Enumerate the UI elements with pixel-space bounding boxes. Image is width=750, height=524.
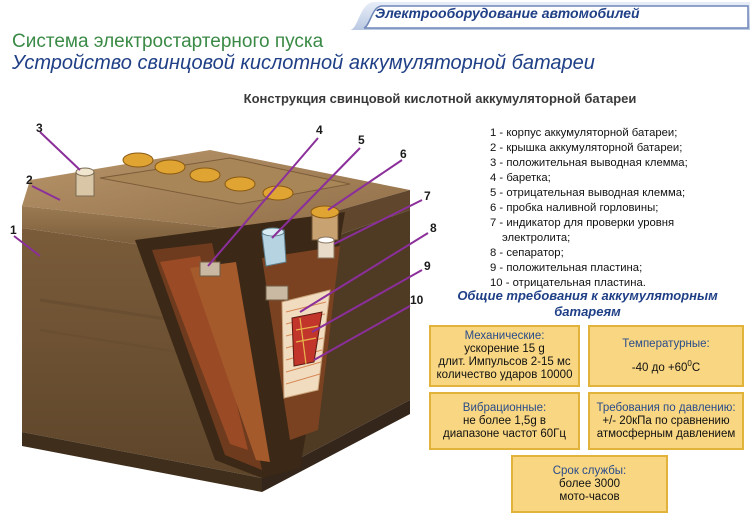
box-heading: Требования по давлению: [596,401,736,414]
callout-2: 2 [26,173,33,187]
box-line: диапазоне частот 60Гц [443,427,566,440]
temperature-requirements-box: Температурные: -40 до +600C [588,325,744,387]
callout-3: 3 [36,121,43,135]
temperature-unit: C [691,361,701,374]
box-line: не более 1,5g в [462,414,547,427]
callout-lines [13,131,429,361]
service-life-box: Срок службы: более 3000 мото-часов [511,455,668,513]
legend-item: 5 - отрицательная выводная клемма; [490,187,686,199]
legend-item: 7 - индикатор для проверки уровня [490,217,675,229]
box-line: +/- 20кПа по сравнению [602,414,730,427]
header-banner-text: Электрооборудование автомобилей [375,5,640,21]
legend-item: 1 - корпус аккумуляторной батареи; [490,127,678,139]
legend-item: электролита; [502,232,571,244]
legend-item: 3 - положительная выводная клемма; [490,157,688,169]
callout-7: 7 [424,189,431,203]
callout-6: 6 [400,147,407,161]
box-line: длит. Импульсов 2-15 мс [438,356,571,368]
legend-item: 10 - отрицательная пластина. [490,277,646,289]
legend-item: 6 - пробка наливной горловины; [490,202,659,214]
temperature-value: -40 до +60 [631,361,688,374]
box-line: количество ударов 10000 [436,369,573,381]
requirements-title-line: Общие требования к аккумуляторным [457,288,718,303]
legend-item: 9 - положительная пластина; [490,262,643,274]
box-heading: Срок службы: [552,464,627,477]
callout-4: 4 [316,123,323,137]
header-banner-shape [350,2,750,30]
header-banner [350,0,750,30]
legend: 1 - корпус аккумуляторной батареи; 2 - к… [490,126,745,291]
cutaway-interior [135,212,345,478]
requirements-title-line: батареям [554,304,621,319]
vibration-requirements-box: Вибрационные: не более 1,5g в диапазоне … [429,392,580,450]
page-title: Устройство свинцовой кислотной аккумулят… [12,52,595,74]
legend-item: 4 - баретка; [490,172,551,184]
requirements-title: Общие требования к аккумуляторным батаре… [430,288,745,320]
box-heading: Механические: [464,330,545,342]
subject-heading: Система электростартерного пуска [12,31,324,52]
callout-8: 8 [430,221,437,235]
filler-plug [310,205,340,241]
filler-caps [122,152,294,201]
diagram-title: Конструкция свинцовой кислотной аккумуля… [243,91,637,106]
callout-5: 5 [358,133,365,147]
temperature-range: -40 до +600C [590,357,742,375]
positive-terminal [75,167,95,197]
pressure-requirements-box: Требования по давлению: +/- 20кПа по сра… [588,392,744,450]
box-line: ускорение 15 g [464,343,545,355]
negative-terminal [261,227,287,267]
box-line: мото-часов [559,490,620,503]
degree-sup: 0 [687,358,692,368]
mechanical-requirements-box: Механические: ускорение 15 g длит. Импул… [429,325,580,387]
legend-item: 2 - крышка аккумуляторной батареи; [490,142,683,154]
callout-10: 10 [410,293,424,307]
legend-item: 8 - сепаратор; [490,247,564,259]
box-heading: Вибрационные: [462,401,547,414]
callout-9: 9 [424,259,431,273]
box-heading: Температурные: [622,337,710,350]
electrolyte-level-indicator [317,236,335,259]
box-line: атмосферным давлением [596,427,736,440]
battery-illustration: 3 2 1 4 5 6 7 8 9 10 [10,121,437,492]
callout-1: 1 [10,223,17,237]
box-line: более 3000 [558,477,620,490]
